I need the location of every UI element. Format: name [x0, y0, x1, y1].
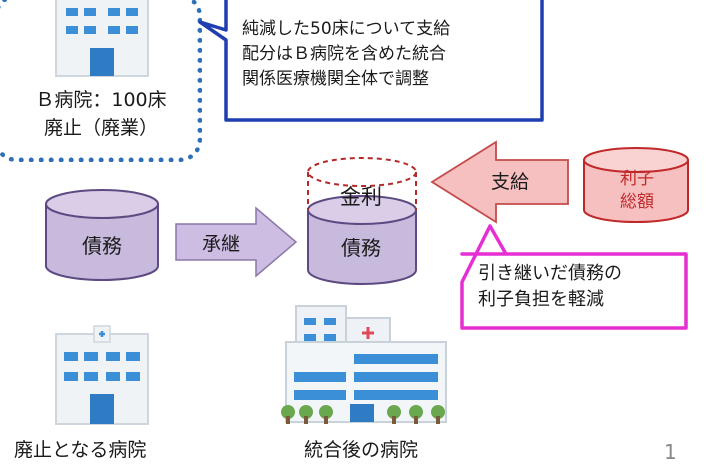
succeed-label: 承継: [201, 232, 240, 255]
b-hospital-status: 廃止（廃業）: [43, 117, 158, 139]
callout-pink-shape: [460, 224, 688, 330]
b-hospital-name: Ｂ病院：100床: [35, 89, 167, 111]
b-hospital-box: [0, 0, 202, 162]
merged-hospital-caption: 統合後の病院: [304, 439, 419, 461]
closing-hospital-caption: 廃止となる病院: [14, 439, 147, 461]
payment-arrow: [430, 140, 569, 224]
kinri-label: 金利: [340, 185, 382, 209]
kinri-dashed-layer: [307, 157, 417, 210]
debt-mid-label: 債務: [341, 235, 381, 260]
callout-top-line-1: 純減した50床について支給: [242, 19, 451, 39]
debt-mid-cylinder: [307, 195, 417, 285]
hospital-small-icon: [55, 0, 149, 77]
interest-total-line-1: 利子: [620, 169, 654, 189]
page-number: 1: [664, 440, 677, 464]
b-hospital-caption: Ｂ病院：100床 廃止（廃業）: [6, 86, 196, 142]
callout-pink-line-1: 引き継いだ債務の: [478, 263, 622, 284]
hospital-small-icon: [55, 325, 149, 425]
debt-left-cylinder: [45, 189, 159, 281]
callout-pink-text: 引き継いだ債務の 利子負担を軽減: [478, 261, 678, 313]
interest-total-label: 利子 総額: [582, 158, 692, 224]
interest-total-line-2: 総額: [620, 192, 654, 212]
payment-label: 支給: [490, 170, 529, 193]
callout-top-line-3: 関係医療機関全体で調整: [242, 69, 429, 89]
callout-top-line-2: 配分はＢ病院を含めた統合: [242, 44, 446, 64]
hospital-large-icon: [281, 305, 447, 424]
callout-pink-line-2: 利子負担を軽減: [478, 289, 604, 310]
callout-top-text: 純減した50床について支給 配分はＢ病院を含めた統合 関係医療機関全体で調整: [242, 17, 542, 92]
interest-total-cylinder: [583, 147, 689, 223]
succeed-arrow: [175, 206, 298, 278]
debt-left-label: 債務: [82, 233, 122, 258]
